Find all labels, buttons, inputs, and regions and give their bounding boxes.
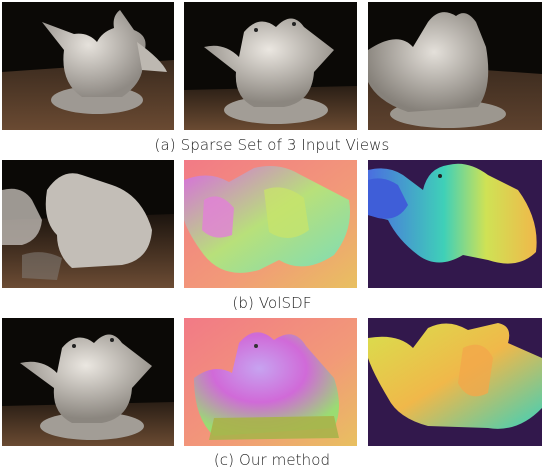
caption-volsdf: (b) VolSDF [232, 294, 312, 312]
volsdf-depth-map [368, 160, 542, 288]
input-view-2 [184, 2, 357, 130]
ours-rgb-render [2, 318, 174, 446]
caption-input-views: (a) Sparse Set of 3 Input Views [154, 136, 390, 154]
input-view-3 [368, 2, 542, 130]
volsdf-rgb-render [2, 160, 174, 288]
volsdf-normal-map [184, 160, 357, 288]
caption-our-method: (c) Our method [213, 451, 331, 469]
input-view-1 [2, 2, 174, 130]
ours-depth-map [368, 318, 542, 446]
ours-normal-map [184, 318, 357, 446]
